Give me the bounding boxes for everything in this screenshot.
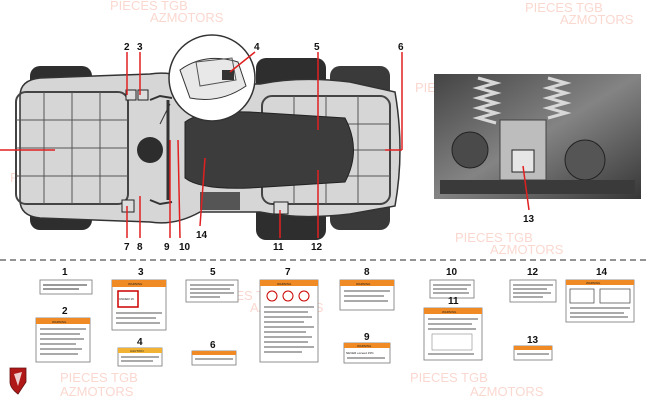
sticker-1-number: 1 <box>62 267 68 278</box>
engine-inset <box>434 74 641 199</box>
watermark-site: AZMOTORS <box>560 12 634 27</box>
sticker-3-warning: WARNING <box>128 282 143 286</box>
sticker-5 <box>185 279 239 303</box>
zoom-bubble <box>159 34 256 125</box>
sticker-7-warning: WARNING <box>277 282 292 286</box>
sticker-4-number: 4 <box>137 337 143 348</box>
sticker-14-warning: WARNING <box>586 281 601 285</box>
callout-3: 3 <box>137 42 143 53</box>
sticker-14-number: 14 <box>596 267 608 278</box>
callout-9: 9 <box>164 242 170 253</box>
watermark-site: AZMOTORS <box>490 242 564 257</box>
watermark-brand: PIECES TGB <box>110 0 188 13</box>
watermark-brand: PIECES TGB <box>410 370 488 385</box>
engine-label-13 <box>511 149 535 173</box>
watermark-brand: PIECES TGB <box>525 0 603 15</box>
sticker-3-number: 3 <box>138 267 144 278</box>
watermark-site: AZMOTORS <box>60 384 134 399</box>
steering-hub <box>137 137 163 163</box>
callout-numbers: 2 3 4 5 6 7 8 9 10 14 11 12 13 <box>124 42 535 253</box>
callout-6: 6 <box>398 42 404 53</box>
sticker-5-number: 5 <box>210 267 216 278</box>
callout-4: 4 <box>254 42 260 53</box>
watermark-site: AZMOTORS <box>150 10 224 25</box>
callout-2: 2 <box>124 42 130 53</box>
sticker-1 <box>39 279 93 295</box>
sticker-13-number: 13 <box>527 335 539 346</box>
callout-12: 12 <box>311 242 323 253</box>
sticker-8-warning: WARNING <box>356 282 371 286</box>
callout-8: 8 <box>137 242 143 253</box>
sticker-9-never: NEVER exceed 15% <box>346 351 374 355</box>
callout-11: 11 <box>273 242 284 253</box>
sticker-2-number: 2 <box>62 306 68 317</box>
atv-top-view <box>15 58 401 240</box>
sticker-catalogue: 1 2 WARNING 3 WARNING UNDER 16 4 CAUTION <box>35 267 635 367</box>
sticker-12 <box>509 279 557 303</box>
shock-spring-left <box>472 76 502 125</box>
callout-10: 10 <box>179 242 191 253</box>
sticker-6-number: 6 <box>210 340 216 351</box>
seat <box>184 111 354 189</box>
callout-7: 7 <box>124 242 130 253</box>
sticker-9-number: 9 <box>364 332 370 343</box>
shock-spring-right <box>542 76 572 120</box>
watermark-brand: PIECES TGB <box>60 370 138 385</box>
callout-14: 14 <box>196 230 208 241</box>
sticker-12-number: 12 <box>527 267 539 278</box>
leader-lines <box>0 51 530 239</box>
sticker-7-number: 7 <box>285 267 291 278</box>
callout-13: 13 <box>523 214 535 225</box>
sticker-3-under16: UNDER 16 <box>119 297 134 301</box>
sticker-11-number: 11 <box>448 296 459 307</box>
sticker-10-number: 10 <box>446 267 458 278</box>
footrest <box>200 192 240 210</box>
watermark-site: AZMOTORS <box>470 384 544 399</box>
callout-5: 5 <box>314 42 320 53</box>
sticker-4-caution: CAUTION <box>130 349 144 353</box>
sticker-8-number: 8 <box>364 267 370 278</box>
sticker-2-warning: WARNING <box>52 320 67 324</box>
brand-shield-logo <box>9 367 27 395</box>
watermark-brand: PIECES TGB <box>455 230 533 245</box>
sticker-11-warning: WARNING <box>442 310 457 314</box>
sticker-9-warning: WARNING <box>357 344 372 348</box>
